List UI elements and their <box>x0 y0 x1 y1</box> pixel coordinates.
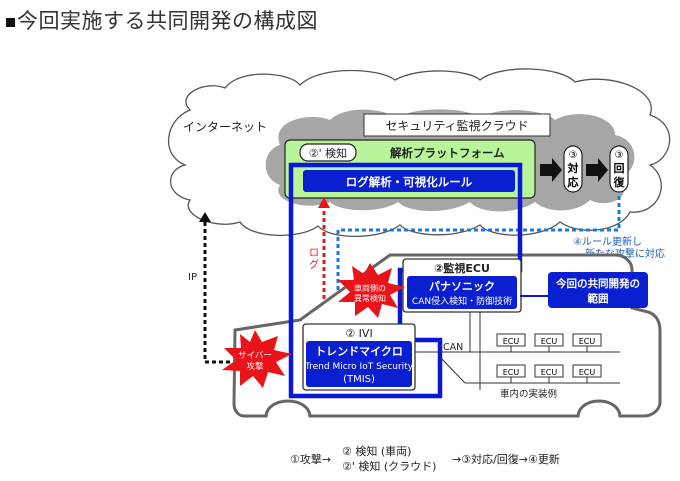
detect-cloud-badge-text: ②' 検知 <box>309 146 347 160</box>
flow-rest: →③対応/回復→④更新 <box>452 452 560 466</box>
vehicle-caption: 車内の実装例 <box>500 388 557 400</box>
ecu-label: ECU <box>541 368 558 377</box>
flow-attack: ①攻撃→ <box>290 452 331 466</box>
update-note-line1: ④ルール更新し <box>573 235 642 248</box>
response-step-char: 対 <box>567 161 579 175</box>
response-step-char: 応 <box>568 175 579 189</box>
log-label: ロ <box>309 248 319 259</box>
flow-detect-cloud: ②' 検知 (クラウド) <box>342 459 436 473</box>
monitor-ecu-vendor: パナソニック <box>429 280 495 293</box>
analysis-platform-label: 解析プラットフォーム <box>390 146 505 160</box>
response-step-num: ③ <box>569 150 578 161</box>
scope-label-line1: 今回の共同開発の <box>555 277 640 290</box>
anomaly-burst-line1: 車両側の <box>354 283 386 293</box>
ip-arrow-up-icon <box>199 212 211 222</box>
scope-label-line2: 範囲 <box>587 292 609 305</box>
rule-update-path <box>336 196 621 300</box>
ecu-row: ECU ECU ECU <box>496 364 602 383</box>
log-label: グ <box>309 258 319 271</box>
ecu-label: ECU <box>503 337 520 346</box>
bullet-square-icon <box>6 18 15 27</box>
security-cloud-label: セキュリティ監視クラウド <box>385 118 528 133</box>
ecu-label: ECU <box>503 368 520 377</box>
response-step-box <box>563 145 583 193</box>
anomaly-detect-burst-icon <box>338 263 405 318</box>
recovery-step-char: 回 <box>614 161 625 175</box>
ecu-row: ECU ECU ECU <box>496 333 602 352</box>
anomaly-burst-line2: 異常検知 <box>354 293 386 303</box>
monitor-ecu-vendor-box <box>407 276 517 309</box>
ecu-label: ECU <box>579 337 596 346</box>
scope-label-box <box>548 272 648 308</box>
ivi-abbr: (TMIS) <box>343 374 375 385</box>
arrow-right-icon <box>586 158 608 182</box>
log-analysis-rule-text: ログ解析・可視化ルール <box>346 175 473 189</box>
can-label: CAN <box>443 342 463 353</box>
ivi-vendor: トレンドマイクロ <box>315 345 403 358</box>
flow-detect-vehicle: ② 検知 (車両) <box>342 444 411 458</box>
security-cloud-label-box <box>363 113 551 137</box>
recovery-step-char: 復 <box>613 175 626 189</box>
ecu-label: ECU <box>579 368 596 377</box>
page-title: 今回実施する共同開発の構成図 <box>6 5 318 35</box>
can-bus-branch <box>439 356 466 384</box>
ecu-label: ECU <box>541 337 558 346</box>
cyber-attack-burst-icon <box>222 330 292 388</box>
arrow-right-icon <box>540 158 562 182</box>
monitor-ecu-title: ②監視ECU <box>434 261 490 275</box>
ivi-title: ② IVI <box>345 327 372 340</box>
attack-burst-line1: サイバー <box>238 351 272 361</box>
recovery-step-box <box>609 145 629 193</box>
detect-cloud-badge <box>299 143 357 162</box>
page-title-text: 今回実施する共同開発の構成図 <box>17 9 318 33</box>
log-arrow-up-icon <box>318 197 330 208</box>
internet-label: インターネット <box>183 120 267 134</box>
log-analysis-rule-box <box>303 170 515 192</box>
recovery-step-num: ③ <box>615 150 624 161</box>
monitor-ecu-tech: CAN侵入検知・防御技術 <box>412 295 512 307</box>
ip-label: IP <box>188 272 197 283</box>
ivi-vendor-box <box>306 341 412 387</box>
attack-burst-line2: 攻撃 <box>246 361 264 372</box>
ivi-product: Trend Micro IoT Security <box>304 362 414 372</box>
